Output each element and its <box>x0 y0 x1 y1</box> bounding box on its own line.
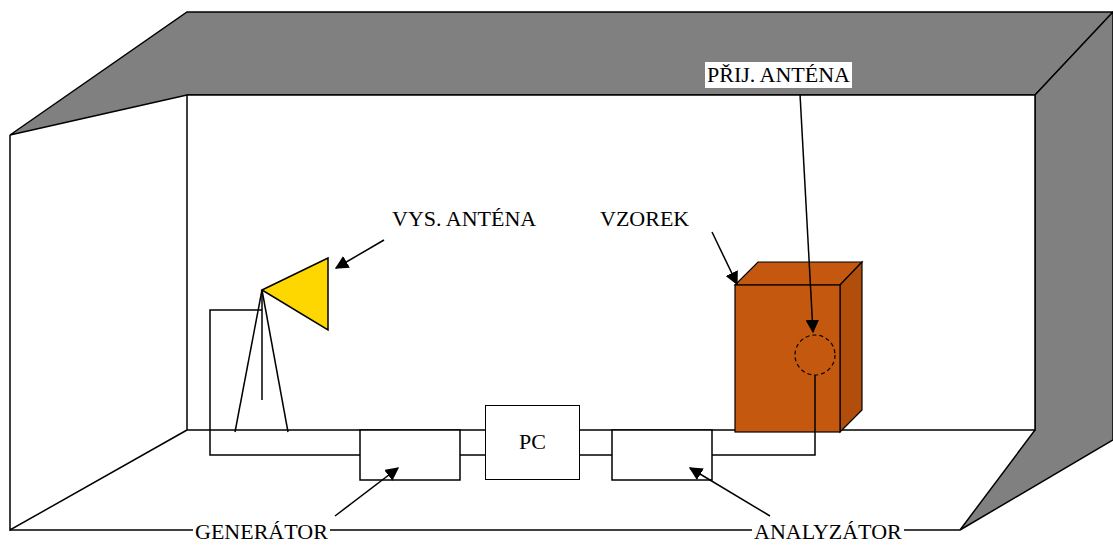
horn-antenna <box>262 258 328 330</box>
receiving-antenna <box>795 335 835 375</box>
tripod-leg <box>261 290 263 400</box>
cable <box>580 454 612 456</box>
sample-front <box>735 285 840 432</box>
leader-arrow <box>712 232 737 284</box>
tripod-leg <box>262 290 288 432</box>
generator-box <box>360 430 460 480</box>
device-label: ANALYZÁTOR <box>752 519 904 545</box>
box-text: PC <box>519 429 546 455</box>
antenna-label: VYS. ANTÉNA <box>390 206 538 232</box>
leader-arrow <box>335 468 398 516</box>
cable <box>712 375 815 455</box>
leader-arrow <box>336 240 384 268</box>
leader-arrow <box>800 94 813 332</box>
sample-label: VZOREK <box>598 206 691 232</box>
back-wall <box>187 95 1035 430</box>
pc-box: PC <box>485 405 580 480</box>
cable <box>460 454 485 456</box>
left-wall <box>10 135 187 530</box>
sample-side <box>840 262 862 432</box>
cable <box>210 310 360 455</box>
tripod-leg <box>235 290 262 432</box>
leader-arrow <box>690 468 770 516</box>
antenna-label: PŘIJ. ANTÉNA <box>705 62 852 88</box>
device-label: GENERÁTOR <box>193 519 330 545</box>
